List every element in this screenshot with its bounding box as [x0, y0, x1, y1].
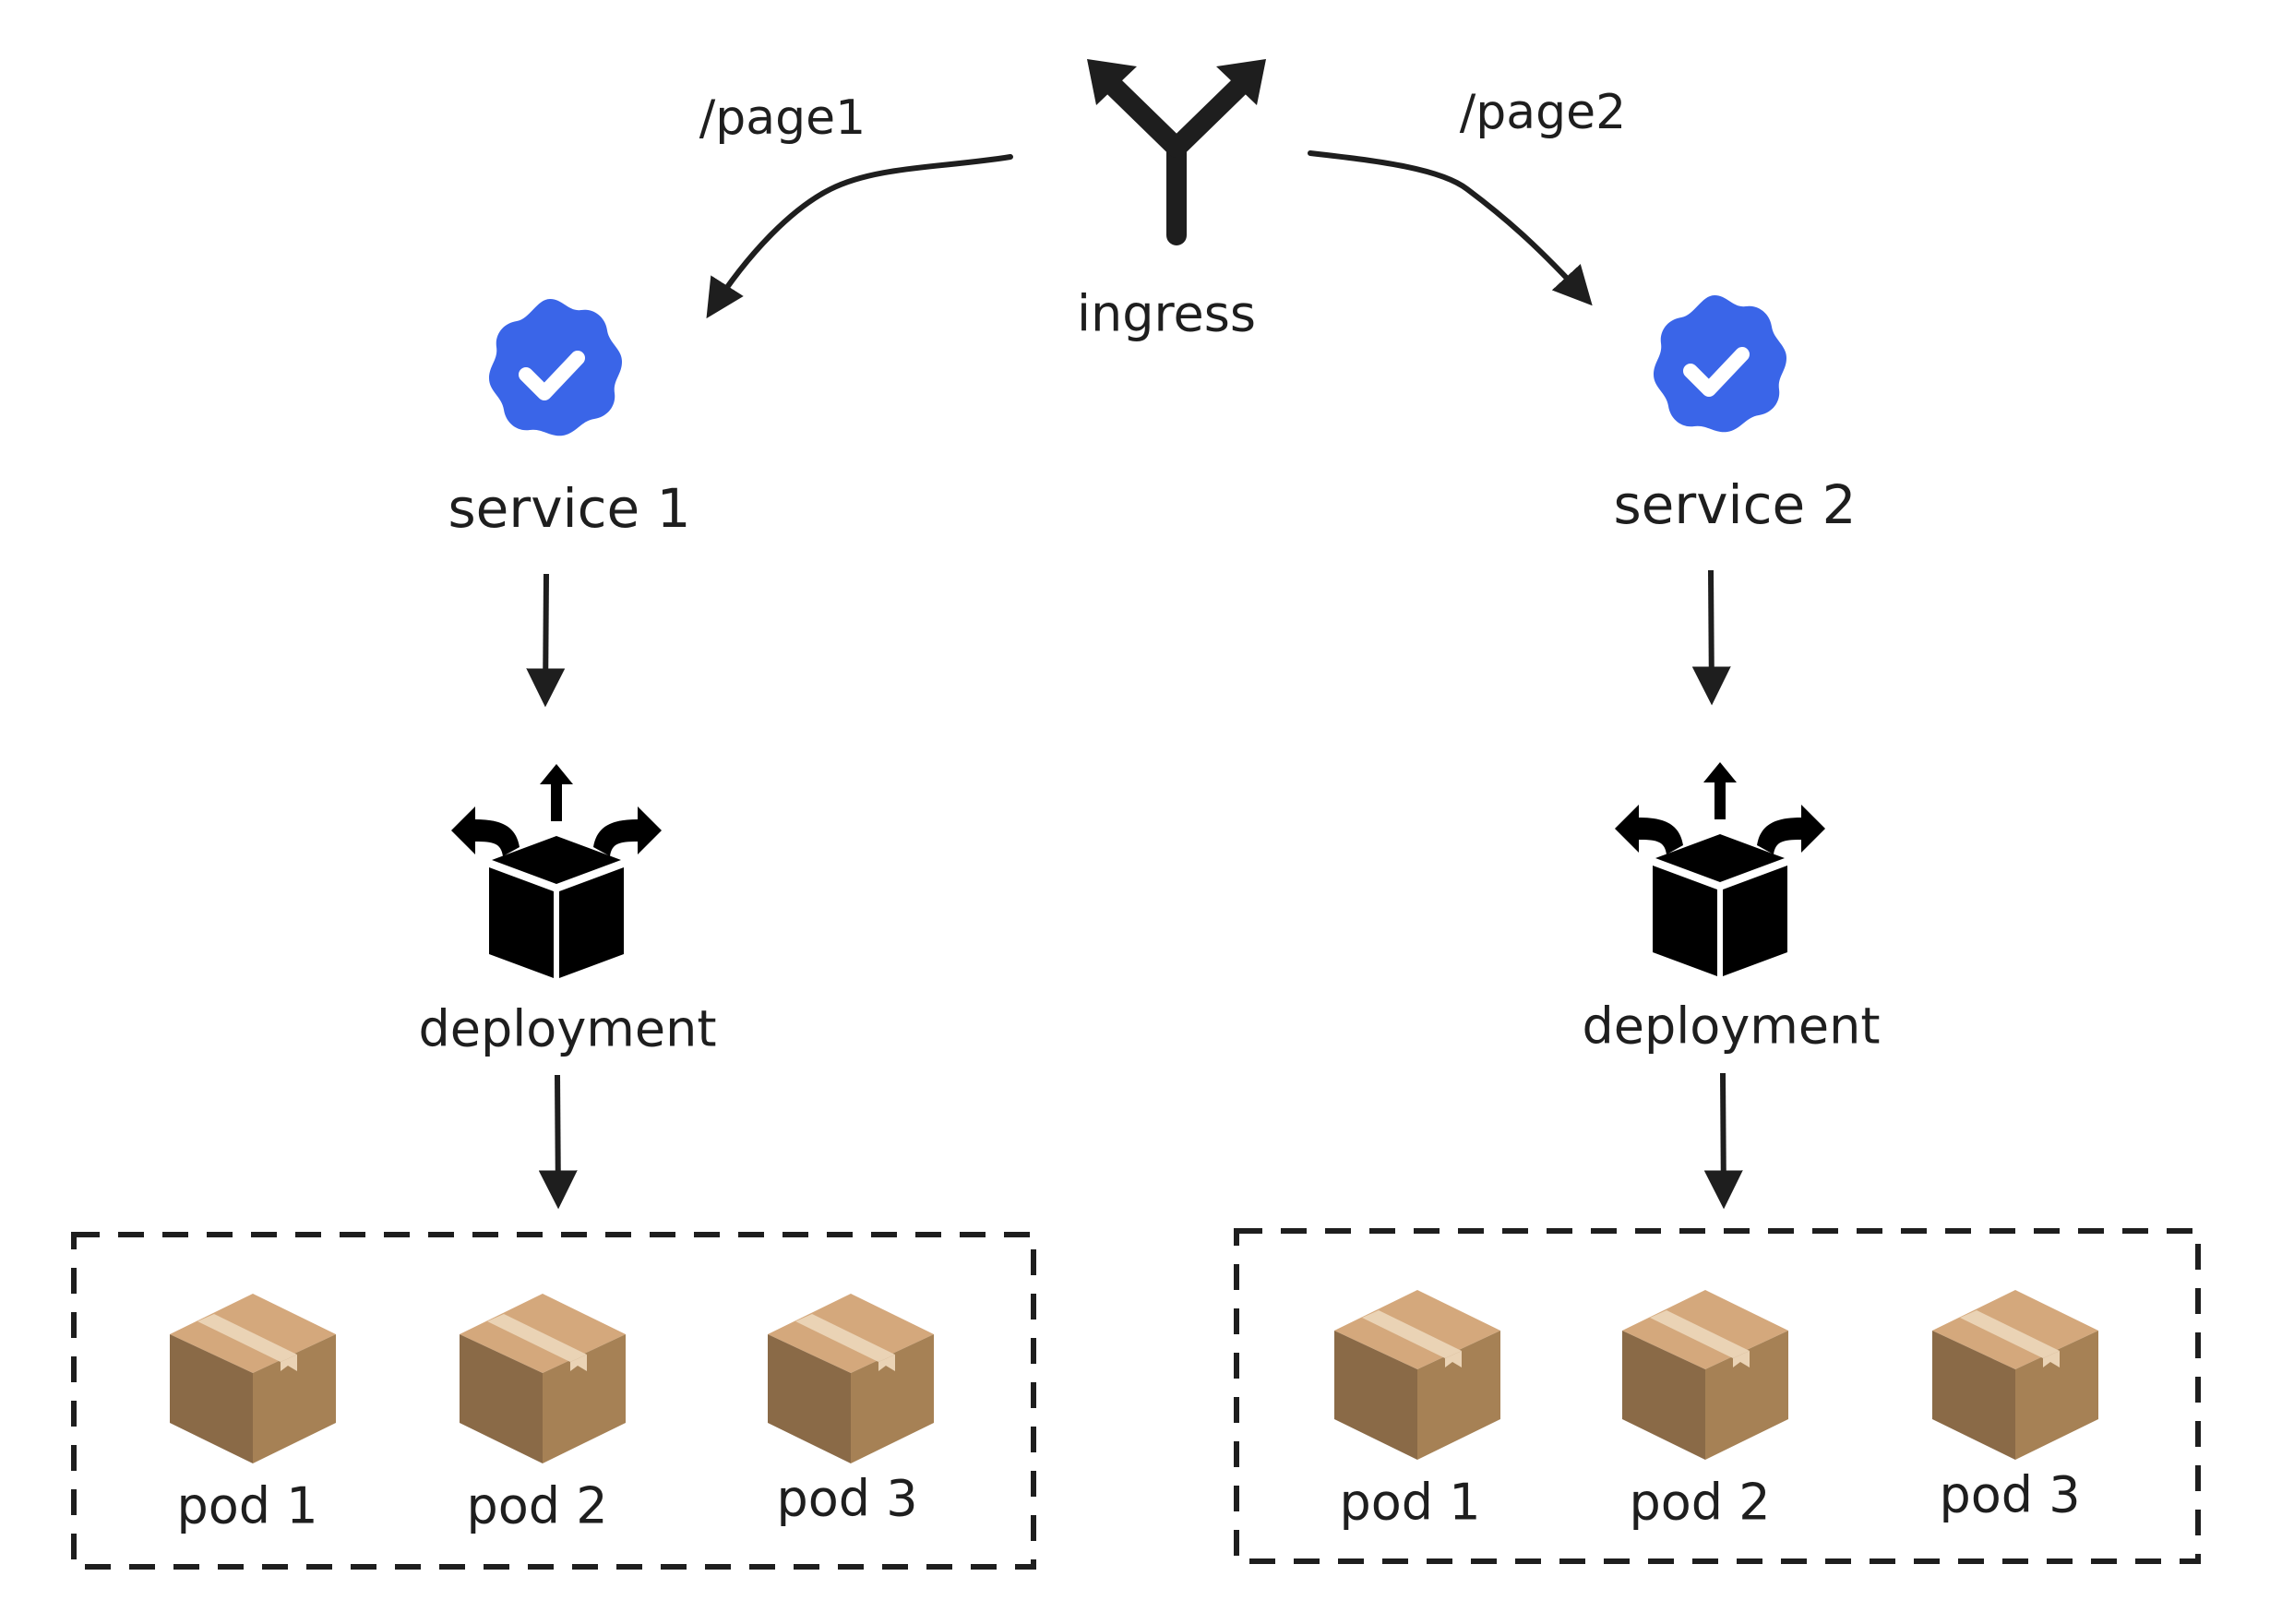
cardboard-box-icon [768, 1294, 934, 1463]
pod-label: pod 3 [776, 1469, 918, 1528]
deployment-label: deployment [1582, 997, 1881, 1056]
service-to-deployment-arrow [1691, 569, 1731, 706]
cardboard-box-icon [1622, 1290, 1788, 1460]
route-path-label: /page2 [1459, 85, 1627, 140]
pod-group-boundary [71, 1232, 1036, 1570]
service-label: service 2 [1613, 473, 1857, 536]
pod-label: pod 1 [1339, 1473, 1481, 1532]
cardboard-box-icon [170, 1294, 336, 1463]
pod-label: pod 2 [466, 1476, 608, 1535]
ingress-label: ingress [1076, 284, 1257, 343]
deployment-label: deployment [418, 999, 717, 1058]
pod-group-boundary [1234, 1228, 2201, 1564]
verified-badge-icon [1654, 295, 1786, 432]
cardboard-box-icon [1932, 1290, 2098, 1460]
box-distribute-icon [451, 764, 662, 978]
verified-badge-icon [489, 299, 622, 436]
pod-label: pod 3 [1939, 1465, 2081, 1524]
service-to-deployment-arrow [526, 573, 566, 708]
deployment-to-pods-arrow [1703, 1072, 1743, 1210]
pod-label: pod 1 [176, 1476, 318, 1535]
split-arrow-icon [1087, 59, 1266, 245]
cardboard-box-icon [1334, 1290, 1500, 1460]
route-arrow-right [1308, 150, 1593, 306]
route-path-label: /page1 [699, 90, 866, 146]
deployment-to-pods-arrow [538, 1074, 578, 1210]
service-label: service 1 [448, 477, 691, 540]
route-arrow-left [706, 154, 1013, 319]
box-distribute-icon [1615, 762, 1825, 976]
cardboard-box-icon [460, 1294, 626, 1463]
pod-label: pod 2 [1629, 1473, 1771, 1532]
